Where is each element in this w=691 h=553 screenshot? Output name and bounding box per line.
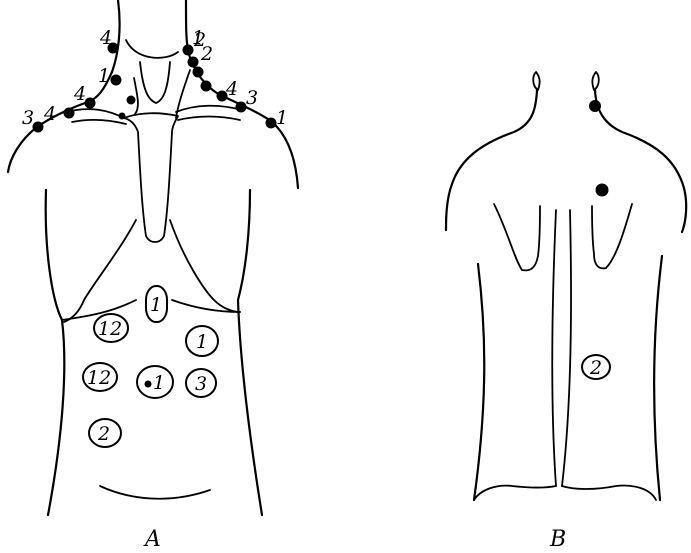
right-scapula <box>592 204 632 268</box>
abdomen-area: 1 <box>186 326 218 356</box>
svg-text:1: 1 <box>196 331 208 353</box>
left-clavicle <box>66 109 126 124</box>
point-label: 4 <box>43 103 56 125</box>
ribcage-left-border <box>64 220 136 322</box>
back-left-outline <box>446 90 537 230</box>
point-label: 3 <box>246 87 258 109</box>
back-right-side <box>654 256 662 500</box>
throat-line <box>134 78 138 114</box>
point-dot <box>127 96 136 105</box>
point-label: 4 <box>73 83 86 105</box>
panel-a-front-view: 4 1 2 2 4 3 1 1 4 3 4 1 12 1 12 1 <box>8 0 298 552</box>
right-torso-side <box>238 190 262 515</box>
point-dot <box>188 57 199 68</box>
neck-left-outline <box>112 0 120 72</box>
point-dot <box>236 102 247 113</box>
point-dot <box>193 67 204 78</box>
left-ear-outline <box>533 72 539 90</box>
point-label: 1 <box>192 27 204 49</box>
point-dot <box>85 98 96 109</box>
abdomen-area: 3 <box>186 369 216 397</box>
ribcage-right-border <box>170 220 240 312</box>
panel-caption: B <box>549 527 566 552</box>
point-dot <box>596 184 609 197</box>
svg-text:3: 3 <box>195 373 207 395</box>
svg-text:2: 2 <box>589 357 602 379</box>
chin-outline <box>126 40 178 58</box>
point-dot <box>201 81 212 92</box>
back-area: 2 <box>582 355 610 379</box>
right-gluteal-fold <box>562 486 656 500</box>
left-gluteal-fold <box>474 486 556 500</box>
abdomen-area: 12 <box>83 363 117 391</box>
point-label: 4 <box>225 78 238 100</box>
abdomen-area: 1 <box>146 286 167 322</box>
abdomen-area: 2 <box>89 419 121 447</box>
point-dot <box>589 100 601 112</box>
point-dot <box>119 113 126 120</box>
left-scapula <box>494 204 540 270</box>
abdomen-area-navel: 1 <box>137 366 173 398</box>
spine-right-line <box>562 210 571 486</box>
pelvis-line <box>100 486 210 499</box>
point-dot <box>111 75 122 86</box>
panel-b-back-view: 2 B <box>446 72 686 552</box>
svg-text:2: 2 <box>97 423 110 445</box>
point-label: 1 <box>98 65 110 87</box>
point-label: 3 <box>22 107 34 129</box>
point-dot <box>64 108 75 119</box>
point-dot <box>33 122 44 133</box>
right-clavicle <box>176 106 242 120</box>
svg-text:12: 12 <box>98 318 122 340</box>
right-ear-outline <box>592 72 598 90</box>
panel-caption: A <box>143 527 161 552</box>
abdomen-area: 12 <box>94 314 128 342</box>
sternum-outline <box>124 113 178 242</box>
svg-text:12: 12 <box>87 367 111 389</box>
neck-right-outline <box>186 0 188 50</box>
back-left-side <box>474 264 484 500</box>
svg-text:1: 1 <box>150 294 162 316</box>
spine-left-line <box>552 210 556 486</box>
left-torso-side <box>46 190 65 515</box>
back-right-outline <box>595 90 686 232</box>
svg-text:1: 1 <box>153 372 165 394</box>
point-label: 1 <box>276 107 288 129</box>
trachea-outline <box>140 62 170 103</box>
point-label: 4 <box>99 27 112 49</box>
point-dot <box>266 118 277 129</box>
